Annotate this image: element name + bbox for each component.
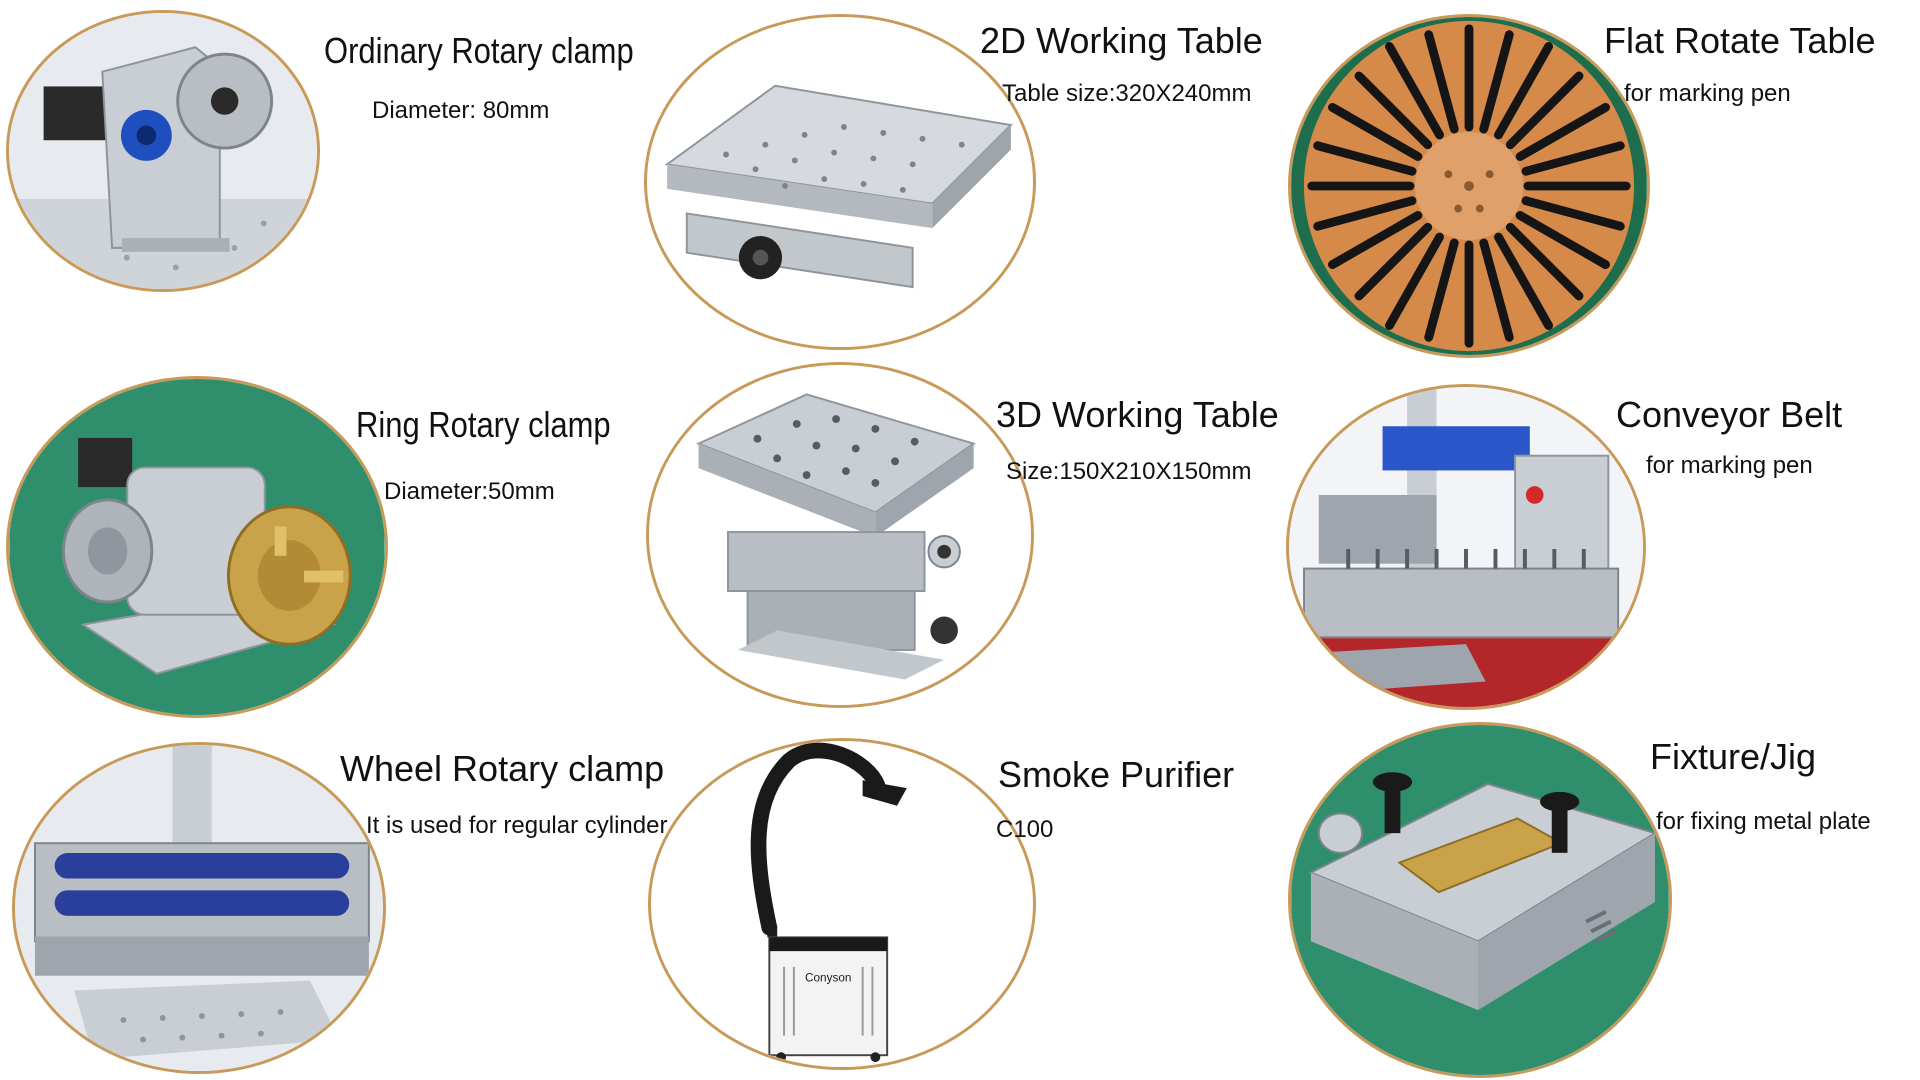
fixture-jig-icon bbox=[1291, 725, 1669, 1075]
conveyor-belt-photo bbox=[1286, 384, 1646, 710]
item-title: Flat Rotate Table bbox=[1604, 20, 1876, 61]
smoke-purifier-photo: Conyson bbox=[648, 738, 1036, 1070]
item-title: Ordinary Rotary clamp bbox=[324, 30, 634, 71]
item-spec: for marking pen bbox=[1646, 452, 1813, 479]
brand-label: Conyson bbox=[805, 972, 851, 985]
item-title: Wheel Rotary clamp bbox=[340, 748, 665, 789]
item-spec: Diameter:50mm bbox=[384, 478, 555, 505]
item-spec: C100 bbox=[996, 816, 1054, 843]
item-title: Smoke Purifier bbox=[998, 754, 1235, 795]
xy-table-icon bbox=[647, 17, 1033, 347]
2d-working-table-photo bbox=[644, 14, 1036, 350]
item-title: 2D Working Table bbox=[980, 20, 1263, 61]
item-title: Fixture/Jig bbox=[1650, 736, 1817, 777]
ordinary-rotary-clamp-photo bbox=[6, 10, 320, 292]
smoke-purifier-icon: Conyson bbox=[651, 741, 1033, 1067]
item-spec: Size:150X210X150mm bbox=[1006, 458, 1252, 485]
ring-rotary-clamp-photo bbox=[6, 376, 388, 718]
item-spec: for fixing metal plate bbox=[1656, 808, 1871, 835]
xyz-table-icon bbox=[649, 365, 1031, 705]
wheel-rotary-icon bbox=[15, 745, 383, 1071]
fixture-jig-photo bbox=[1288, 722, 1672, 1078]
item-spec: It is used for regular cylinder. bbox=[366, 812, 673, 839]
item-title: Conveyor Belt bbox=[1616, 394, 1843, 435]
flat-rotate-table-photo bbox=[1288, 14, 1650, 358]
item-title: 3D Working Table bbox=[996, 394, 1279, 435]
pen-rotate-table-icon bbox=[1291, 17, 1647, 355]
wheel-rotary-clamp-photo bbox=[12, 742, 386, 1074]
3d-working-table-photo bbox=[646, 362, 1034, 708]
ring-rotary-icon bbox=[9, 379, 385, 715]
item-spec: Table size:320X240mm bbox=[1002, 80, 1252, 107]
item-spec: Diameter: 80mm bbox=[372, 97, 550, 124]
item-spec: for marking pen bbox=[1624, 80, 1791, 107]
item-title: Ring Rotary clamp bbox=[356, 404, 611, 445]
conveyor-belt-icon bbox=[1289, 387, 1643, 707]
rotary-chuck-icon bbox=[9, 13, 317, 289]
